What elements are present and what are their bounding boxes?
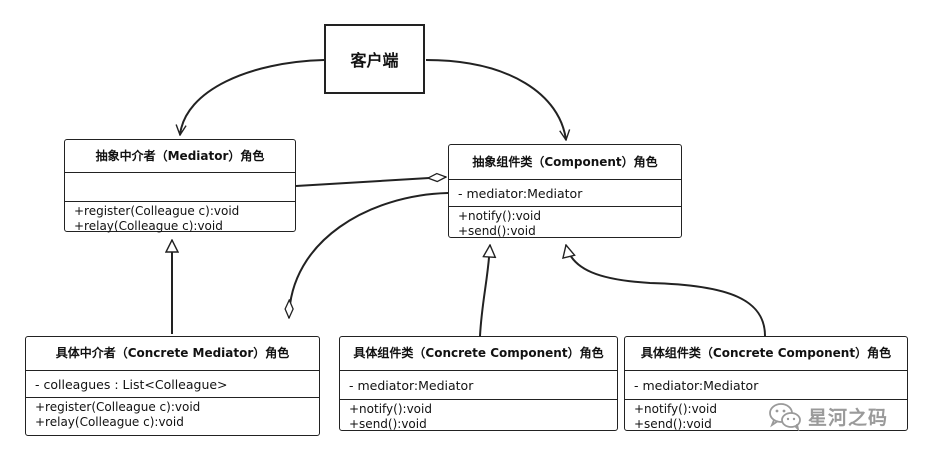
component-concrete-mediator-aggregation (289, 192, 449, 318)
abstract-mediator-operations: +register(Colleague c):void +relay(Colle… (65, 202, 295, 236)
concrete-component-2-attributes: - mediator:Mediator (625, 371, 907, 400)
concrete-component-2-title: 具体组件类（Concrete Component）角色 (625, 337, 907, 371)
abstract-component-attributes: - mediator:Mediator (449, 180, 681, 207)
client-label: 客户端 (350, 51, 399, 70)
concrete-mediator-attributes: - colleagues : List<Colleague> (26, 371, 319, 398)
abstract-mediator-title: 抽象中介者（Mediator）角色 (65, 140, 295, 173)
operation: +notify():void (349, 402, 432, 416)
concrete-mediator-class: 具体中介者（Concrete Mediator）角色 - colleagues … (25, 336, 320, 436)
concrete-mediator-operations: +register(Colleague c):void +relay(Colle… (26, 398, 319, 432)
operation: +register(Colleague c):void (74, 204, 240, 218)
client-to-mediator-arrow (180, 59, 325, 135)
concrete-component-class-1: 具体组件类（Concrete Component）角色 - mediator:M… (339, 336, 618, 431)
concrete-component-1-title: 具体组件类（Concrete Component）角色 (340, 337, 617, 371)
concrete-component-1-operations: +notify():void +send():void (340, 400, 617, 434)
abstract-mediator-attributes (65, 173, 295, 202)
watermark: 星河之码 (768, 401, 888, 431)
abstract-mediator-class: 抽象中介者（Mediator）角色 +register(Colleague c)… (64, 139, 296, 233)
concrete-mediator-title: 具体中介者（Concrete Mediator）角色 (26, 337, 319, 371)
abstract-component-class: 抽象组件类（Component）角色 - mediator:Mediator +… (448, 144, 682, 238)
wechat-icon (769, 403, 801, 431)
client-to-component-arrow (425, 59, 566, 140)
concrete-component-1-attributes: - mediator:Mediator (340, 371, 617, 400)
operation: +notify():void (458, 209, 541, 223)
operation: +notify():void (634, 402, 717, 416)
abstract-component-operations: +notify():void +send():void (449, 207, 681, 241)
watermark-text: 星河之码 (808, 406, 889, 429)
operation: +relay(Colleague c):void (35, 415, 184, 429)
mediator-component-aggregation (295, 177, 446, 187)
attribute: - mediator:Mediator (634, 377, 759, 393)
concrete-component-class-2: 具体组件类（Concrete Component）角色 - mediator:M… (624, 336, 908, 431)
operation: +send():void (458, 224, 536, 238)
operation: +register(Colleague c):void (35, 400, 201, 414)
attribute: - mediator:Mediator (458, 185, 583, 201)
client-box: 客户端 (324, 24, 425, 94)
concrete-component-2-generalization (566, 245, 766, 337)
concrete-component-1-generalization (479, 245, 490, 337)
attribute: - colleagues : List<Colleague> (35, 376, 228, 392)
operation: +send():void (349, 417, 427, 431)
concrete-component-2-operations: +notify():void +send():void (625, 400, 907, 434)
attribute: - mediator:Mediator (349, 377, 474, 393)
abstract-component-title: 抽象组件类（Component）角色 (449, 145, 681, 180)
operation: +send():void (634, 417, 712, 431)
operation: +relay(Colleague c):void (74, 219, 223, 233)
